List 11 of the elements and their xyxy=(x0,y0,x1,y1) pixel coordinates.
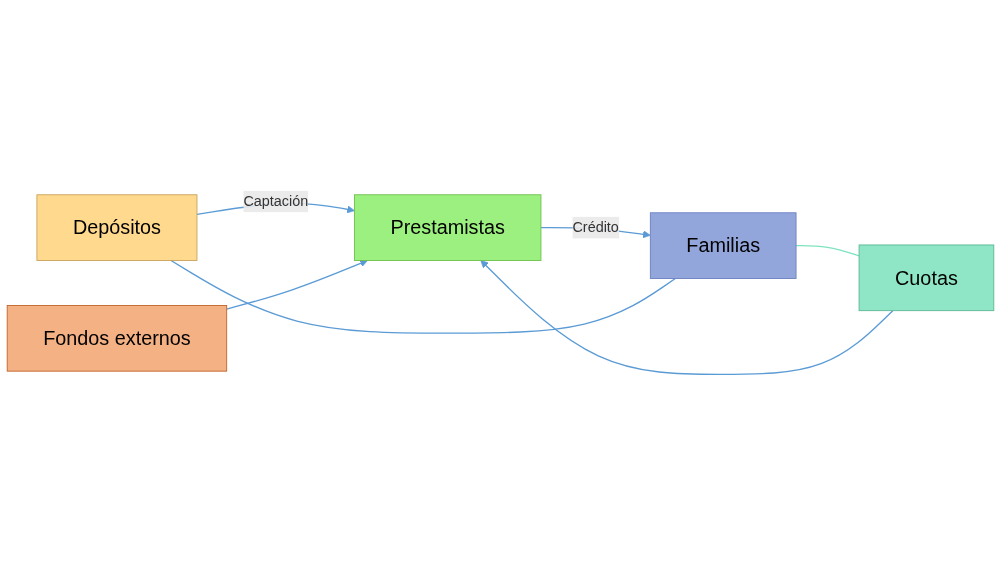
node-box: Familias xyxy=(649,212,797,279)
edge-label: Captación xyxy=(243,193,309,209)
node-box: Depósitos xyxy=(36,194,198,261)
edge-label: Crédito xyxy=(572,219,619,235)
connector xyxy=(170,259,676,334)
node-box: Fondos externos xyxy=(6,305,228,372)
node-box: Prestamistas xyxy=(354,194,542,261)
arrow xyxy=(226,259,368,310)
arrow xyxy=(480,260,894,375)
connector xyxy=(795,244,860,257)
node-box: Cuotas xyxy=(858,244,995,312)
